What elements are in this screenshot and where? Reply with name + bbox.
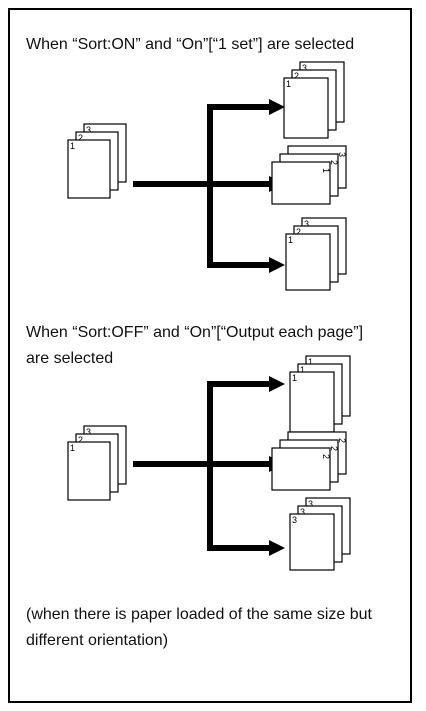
caption-sort-off: When “Sort:OFF” and “On”[“Output each pa…: [26, 324, 364, 367]
arrowhead-icon: [269, 376, 285, 392]
page-number-label: 3: [86, 125, 91, 135]
paper-sheet: [271, 447, 331, 491]
arrowhead-icon: [269, 99, 285, 115]
arrowhead-icon: [269, 257, 285, 273]
paper-sheet: [289, 513, 335, 571]
figure-frame: [8, 8, 412, 703]
page-number-label: 3: [86, 427, 91, 437]
paper-sheet: [67, 441, 111, 501]
page-number-label: 2: [78, 133, 83, 143]
paper-sheet: [283, 77, 329, 139]
paper-sheet: [289, 371, 335, 433]
output-middle-stack: 2 2 2: [271, 431, 347, 491]
page-number-label: 3: [302, 63, 307, 73]
page-number-label: 1: [308, 357, 313, 367]
page-number-label: 2: [321, 454, 331, 459]
page-number-label: 3: [300, 507, 305, 517]
paper-sheet: [285, 233, 331, 291]
diagram-sort-on: 321 321 321 321: [67, 61, 347, 291]
input-stack: 321: [67, 425, 127, 501]
paper-sheet: [67, 139, 111, 199]
output-top-stack: 321: [283, 61, 345, 139]
branch-arrows: [133, 99, 285, 273]
caption-orientation-note: (when there is paper loaded of the same …: [26, 606, 372, 649]
page-number-label: 2: [329, 446, 339, 451]
page-number-label: 1: [300, 365, 305, 375]
page-number-label: 3: [304, 219, 309, 229]
output-bottom-stack: 333: [289, 497, 351, 571]
arrowhead-icon: [269, 540, 285, 556]
output-top-stack: 111: [289, 355, 351, 433]
branch-arrows: [133, 376, 285, 556]
page-number-label: 3: [337, 152, 347, 157]
page-number-label: 2: [337, 438, 347, 443]
page-number-label: 1: [70, 443, 75, 453]
page-number-label: 3: [292, 515, 297, 525]
page-number-label: 1: [292, 373, 297, 383]
page-number-label: 1: [321, 168, 331, 173]
page-number-label: 2: [78, 435, 83, 445]
diagram-sort-off: 321 111 222 333: [67, 355, 351, 571]
paper-sheet: [271, 161, 331, 205]
input-stack: 321: [67, 123, 127, 199]
page-number-label: 1: [70, 141, 75, 151]
page-number-label: 2: [294, 71, 299, 81]
caption-sort-on: When “Sort:ON” and “On”[“1 set”] are sel…: [26, 36, 355, 53]
page-number-label: 3: [308, 499, 313, 509]
page-number-label: 2: [296, 227, 301, 237]
page-number-label: 1: [286, 79, 291, 89]
page-number-label: 2: [329, 160, 339, 165]
output-bottom-stack: 321: [285, 217, 347, 291]
page-number-label: 1: [288, 235, 293, 245]
output-middle-stack: 3 2 1: [271, 145, 347, 205]
